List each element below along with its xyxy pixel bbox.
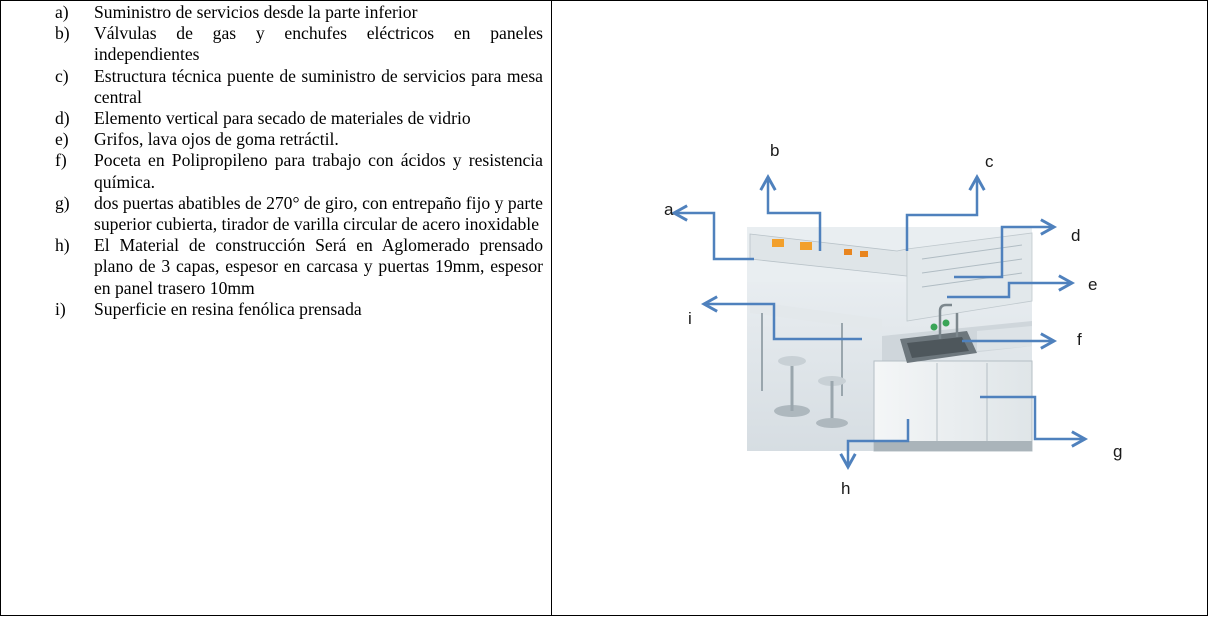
arrow-b <box>768 177 822 251</box>
arrow-a <box>674 213 754 261</box>
item-text: Elemento vertical para secado de materia… <box>94 108 471 129</box>
lab-bench-figure: a b c d e f g h i <box>664 141 1122 498</box>
list-item: h) El Material de construcción Será en Ag… <box>55 235 543 299</box>
label-e: e <box>1088 275 1097 294</box>
item-text: dos puertas abatibles de 270° de giro, c… <box>94 192 543 235</box>
figure-cell: a b c d e f g h i <box>551 0 1208 616</box>
list-item: d) Elemento vertical para secado de mater… <box>55 108 543 129</box>
list-item: b) Válvulas de gas y enchufes eléctricos … <box>55 23 543 65</box>
item-text: Grifos, lava ojos de goma retráctil. <box>94 129 339 150</box>
label-c: c <box>985 152 994 171</box>
list-item: a) Suministro de servicios desde la parte… <box>55 2 543 23</box>
label-i: i <box>688 309 692 328</box>
item-marker: g) <box>55 192 70 213</box>
item-marker: f) <box>55 150 67 171</box>
feature-list: a) Suministro de servicios desde la parte… <box>1 1 551 320</box>
item-marker: c) <box>55 65 69 86</box>
arrow-e <box>947 283 1072 299</box>
item-text: El Material de construcción Será en Aglo… <box>94 235 543 298</box>
item-text: Válvulas de gas y enchufes eléctricos en… <box>94 23 543 65</box>
item-text: Estructura técnica puente de suministro … <box>94 65 543 107</box>
list-item: g) dos puertas abatibles de 270° de giro,… <box>55 193 543 235</box>
item-marker: h) <box>55 235 70 256</box>
description-cell: a) Suministro de servicios desde la parte… <box>0 0 552 616</box>
list-item: e) Grifos, lava ojos de goma retráctil. <box>55 129 543 150</box>
label-d: d <box>1071 226 1080 245</box>
arrow-i <box>704 304 862 341</box>
item-marker: d) <box>55 108 70 129</box>
item-text: Poceta en Polipropileno para trabajo con… <box>94 150 543 192</box>
label-h: h <box>841 479 850 498</box>
label-b: b <box>770 141 779 160</box>
item-marker: b) <box>55 23 70 44</box>
item-marker: i) <box>55 298 66 319</box>
label-f: f <box>1077 330 1082 349</box>
list-item: c) Estructura técnica puente de suministr… <box>55 66 543 108</box>
arrow-c <box>905 177 977 251</box>
callout-arrows <box>674 177 1085 467</box>
item-marker: e) <box>55 129 69 150</box>
label-a: a <box>664 200 674 219</box>
item-marker: a) <box>55 2 69 22</box>
label-g: g <box>1113 442 1122 461</box>
arrow-d <box>954 227 1054 279</box>
item-text: Superficie en resina fenólica prensada <box>94 298 362 319</box>
arrow-h <box>848 419 910 467</box>
list-item: i) Superficie en resina fenólica prensada <box>55 299 543 320</box>
arrow-g <box>980 395 1085 439</box>
item-text: Suministro de servicios desde la parte i… <box>94 2 418 22</box>
list-item: f) Poceta en Polipropileno para trabajo c… <box>55 150 543 192</box>
